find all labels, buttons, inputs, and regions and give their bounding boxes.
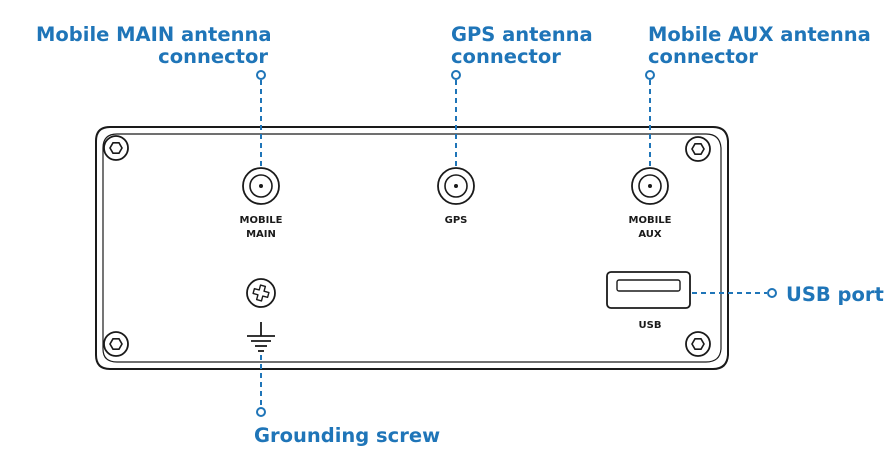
sma-connector-icon: [437, 167, 475, 205]
hex-screw-icon: [685, 136, 711, 162]
device-front-panel: [95, 126, 729, 370]
panel-label-mobile-main-1: MOBILE: [240, 215, 283, 226]
ground-symbol-icon: [247, 322, 275, 352]
callout-gps-line2: connector: [451, 45, 561, 68]
callout-mobile-main-line1: Mobile MAIN antenna: [36, 23, 272, 46]
sma-connector-icon: [242, 167, 280, 205]
callout-gps: GPS antenna connector: [451, 24, 593, 68]
hex-screw-icon: [685, 331, 711, 357]
callout-gps-line1: GPS antenna: [451, 23, 593, 46]
panel-label-mobile-main-2: MAIN: [246, 229, 276, 240]
hex-screw-icon: [103, 135, 129, 161]
leader-dot-gps: [451, 70, 461, 80]
leader-endpoints: [256, 70, 777, 417]
usb-port-icon: [606, 271, 691, 309]
callout-mobile-aux: Mobile AUX antenna connector: [648, 24, 871, 68]
panel-label-mobile-aux-2: AUX: [638, 229, 662, 240]
callout-grounding-screw: Grounding screw: [254, 424, 441, 447]
phillips-screw-icon: [246, 278, 276, 308]
leader-dot-usb: [767, 288, 777, 298]
callout-mobile-aux-line1: Mobile AUX antenna: [648, 23, 871, 46]
panel-label-mobile-aux-1: MOBILE: [629, 215, 672, 226]
leader-lines: [260, 80, 767, 407]
callout-usb-port: USB port: [786, 283, 884, 306]
panel-label-gps: GPS: [445, 215, 468, 226]
device-inner-panel: [102, 133, 722, 363]
leader-dot-mobile-main: [256, 70, 266, 80]
callout-mobile-main-line2: connector: [158, 45, 268, 68]
sma-connector-icon: [631, 167, 669, 205]
callout-mobile-main: Mobile MAIN antenna connector: [36, 23, 272, 68]
hex-screw-icon: [103, 331, 129, 357]
panel-label-usb: USB: [639, 320, 662, 331]
leader-dot-grounding: [256, 407, 266, 417]
leader-dot-mobile-aux: [645, 70, 655, 80]
callout-mobile-aux-line2: connector: [648, 45, 758, 68]
